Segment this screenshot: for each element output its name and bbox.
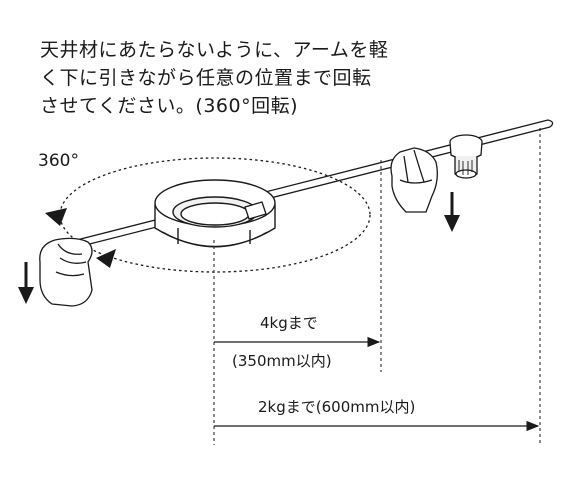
spotlight-head <box>449 134 483 179</box>
instruction-line-1: 天井材にあたらないように、アームを軽 <box>40 39 389 61</box>
dimension-short-weight: 4kgまで <box>260 314 318 332</box>
rotation-arrow-right-icon <box>96 249 116 268</box>
right-hand-icon <box>390 147 438 213</box>
rotation-arrow-left-icon <box>45 208 67 226</box>
rotation-path-ellipse <box>59 157 371 273</box>
rotation-label: 360° <box>38 151 79 171</box>
base-fixture <box>154 179 276 248</box>
instruction-line-2: く下に引きながら任意の位置まで回転 <box>40 67 372 89</box>
pull-down-arrow-left-icon <box>18 262 34 304</box>
dimension-long-label: 2kgまで(600mm以内) <box>258 398 415 416</box>
arm-clamp <box>244 201 267 220</box>
instruction-text: 天井材にあたらないように、アームを軽 く下に引きながら任意の位置まで回転 させて… <box>40 36 560 120</box>
instruction-line-3: させてください。(360°回転) <box>40 95 299 117</box>
pull-down-arrow-right-icon <box>444 192 460 232</box>
dimension-short-length: (350mm以内) <box>232 352 332 370</box>
left-hand-icon <box>39 237 93 307</box>
